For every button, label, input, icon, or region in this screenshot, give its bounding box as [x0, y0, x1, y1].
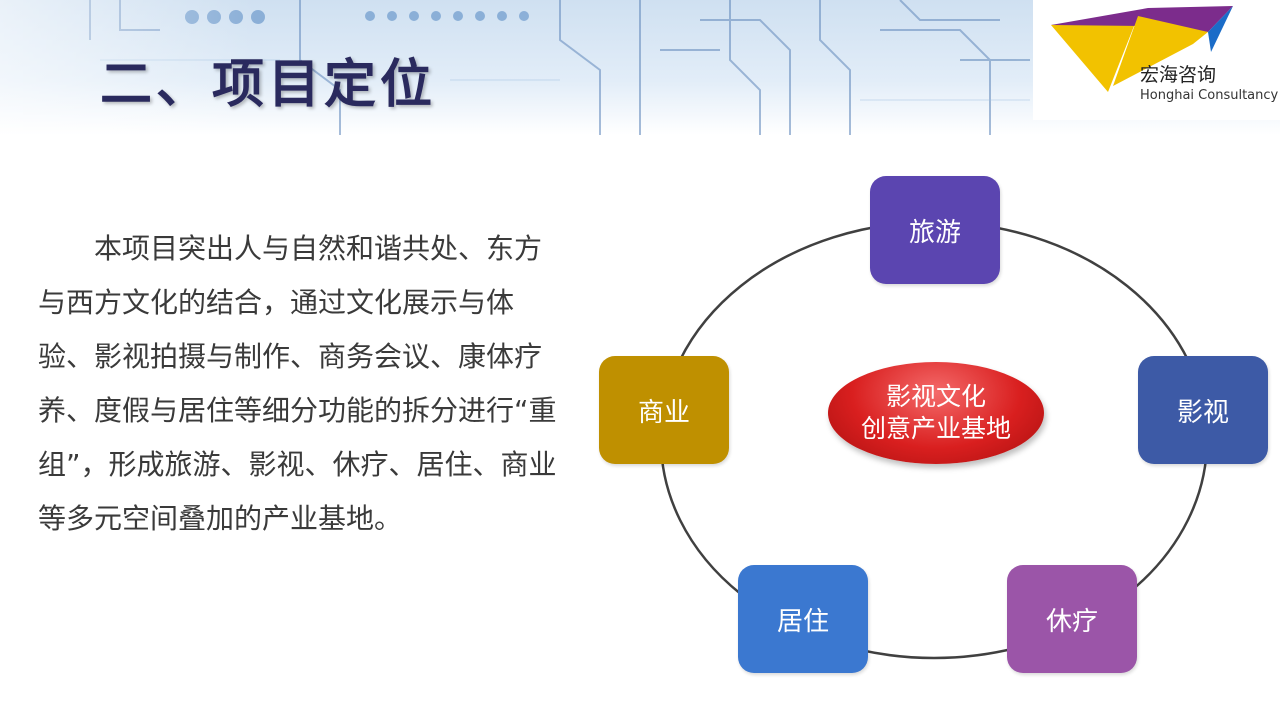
logo-mark-icon — [1051, 6, 1233, 92]
center-label-line2: 创意产业基地 — [860, 414, 1011, 443]
logo-name-cn: 宏海咨询 — [1140, 64, 1217, 86]
company-logo: 宏海咨询 Honghai Consultancy — [1033, 0, 1280, 120]
node-commerce: 商业 — [599, 356, 729, 464]
page-title: 二、项目定位 — [100, 55, 437, 115]
node-tourism: 旅游 — [870, 176, 1000, 284]
center-label-line1: 影视文化 — [885, 382, 986, 411]
logo-name-en: Honghai Consultancy — [1140, 88, 1279, 103]
node-film: 影视 — [1138, 356, 1268, 464]
node-residence: 居住 — [738, 565, 868, 673]
node-wellness: 休疗 — [1007, 565, 1137, 673]
center-hub: 影视文化 创意产业基地 — [828, 362, 1044, 464]
positioning-paragraph: 本项目突出人与自然和谐共处、东方与西方文化的结合，通过文化展示与体验、影视拍摄与… — [38, 232, 557, 535]
